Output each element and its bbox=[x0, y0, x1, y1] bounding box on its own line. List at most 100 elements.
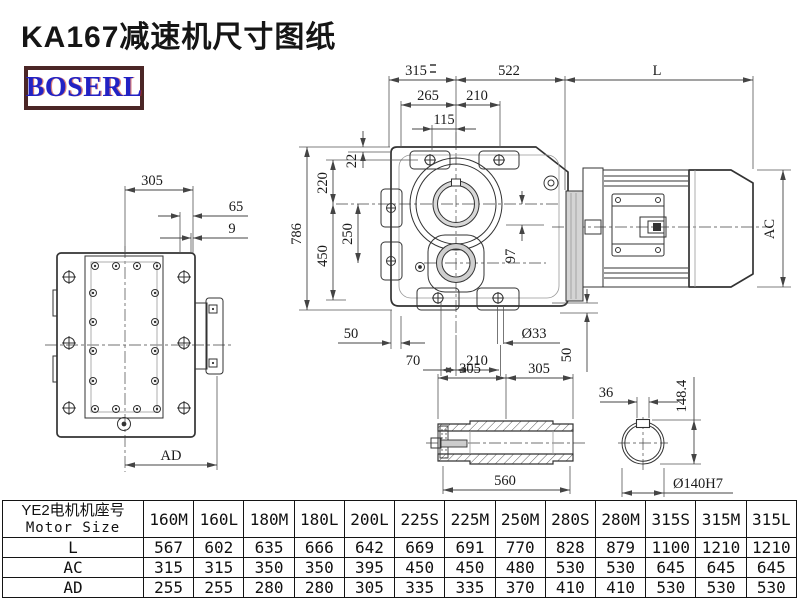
motor-view bbox=[552, 167, 772, 302]
dim-97: 97 bbox=[503, 249, 519, 264]
table-header-cn: YE2电机机座号 bbox=[21, 501, 125, 519]
dim-side-65: 65 bbox=[229, 199, 244, 215]
table-cell: 669 bbox=[394, 537, 446, 558]
table-cell: 370 bbox=[494, 577, 546, 598]
table-cell: 530 bbox=[544, 557, 596, 578]
table-cell: 305 bbox=[343, 577, 396, 598]
row-label: AC bbox=[2, 557, 144, 578]
boserl-logo-text: BOSERL bbox=[25, 72, 143, 103]
col-header: 180L bbox=[293, 500, 345, 538]
table-cell: 255 bbox=[193, 577, 245, 598]
table-cell: 828 bbox=[544, 537, 596, 558]
dim-315: 315 bbox=[405, 63, 427, 79]
col-header: 160L bbox=[193, 500, 245, 538]
table-cell: 530 bbox=[695, 577, 747, 598]
table-cell: 1210 bbox=[695, 537, 747, 558]
table-cell: 450 bbox=[444, 557, 496, 578]
motor-fins bbox=[604, 175, 688, 279]
table-cell: 567 bbox=[142, 537, 195, 558]
input-bore bbox=[427, 234, 485, 293]
col-header: 225S bbox=[394, 500, 446, 538]
ac-dimension: AC bbox=[757, 169, 791, 288]
table-cell: 879 bbox=[594, 537, 647, 558]
dim-140H7: Ø140H7 bbox=[673, 476, 723, 492]
table-cell: 530 bbox=[745, 577, 798, 598]
dim-560: 560 bbox=[494, 473, 516, 489]
row-label: AD bbox=[2, 577, 144, 598]
side-view-outer-bolts bbox=[62, 270, 191, 415]
table-cell: 645 bbox=[745, 557, 798, 578]
table-cell: 280 bbox=[293, 577, 345, 598]
dim-L: L bbox=[653, 63, 662, 79]
table-cell: 350 bbox=[243, 557, 295, 578]
dim-side-9: 9 bbox=[228, 221, 235, 237]
table-cell: 315 bbox=[142, 557, 195, 578]
col-header: 225M bbox=[444, 500, 496, 538]
dim-522: 522 bbox=[498, 63, 520, 79]
dim-50-right: 50 bbox=[559, 348, 575, 363]
table-cell: 645 bbox=[645, 557, 697, 578]
col-header: 315S bbox=[645, 500, 697, 538]
dim-250: 250 bbox=[340, 223, 356, 245]
dim-side-305: 305 bbox=[141, 173, 163, 189]
table-cell: 350 bbox=[293, 557, 345, 578]
dim-220: 220 bbox=[315, 172, 331, 194]
table-cell: 410 bbox=[544, 577, 596, 598]
col-header: 280M bbox=[594, 500, 647, 538]
hollow-shaft-section: 305 305 560 bbox=[426, 361, 585, 494]
tolerance-marks bbox=[430, 71, 436, 73]
col-header: 250M bbox=[494, 500, 546, 538]
side-view: 305 65 9 AD bbox=[45, 173, 248, 472]
table-cell: 410 bbox=[594, 577, 647, 598]
dim-450: 450 bbox=[315, 245, 331, 267]
row-label: L bbox=[2, 537, 144, 558]
col-header: 160M bbox=[142, 500, 195, 538]
page-title: KA167减速机尺寸图纸 bbox=[21, 21, 337, 54]
dim-22: 22 bbox=[344, 154, 360, 169]
dim-210-top: 210 bbox=[466, 88, 488, 104]
table-cell: 645 bbox=[695, 557, 747, 578]
table-cell: 530 bbox=[594, 557, 647, 578]
dimension-drawing: 305 65 9 AD bbox=[45, 63, 791, 497]
terminal-box bbox=[611, 193, 667, 257]
dim-786: 786 bbox=[289, 223, 305, 245]
dim-side-AD: AD bbox=[161, 448, 182, 464]
table-cell: 395 bbox=[343, 557, 396, 578]
front-view bbox=[336, 132, 569, 344]
table-row: AC 315 315 350 350 395 450 450 480 530 5… bbox=[2, 557, 798, 578]
dim-265: 265 bbox=[417, 88, 439, 104]
dim-AC: AC bbox=[762, 219, 778, 239]
dim-33: Ø33 bbox=[522, 326, 547, 342]
table-cell: 602 bbox=[193, 537, 245, 558]
table-cell: 635 bbox=[243, 537, 295, 558]
col-header: 180M bbox=[243, 500, 295, 538]
boserl-logo: BOSERL bbox=[24, 66, 144, 110]
table-cell: 480 bbox=[494, 557, 546, 578]
table-header-en: Motor Size bbox=[25, 519, 121, 536]
table-cell: 335 bbox=[444, 577, 496, 598]
dim-210-bottom: 210 bbox=[466, 353, 488, 369]
table-cell: 450 bbox=[394, 557, 446, 578]
table-header-motor-size: YE2电机机座号 Motor Size bbox=[2, 500, 144, 538]
table-cell: 315 bbox=[193, 557, 245, 578]
side-view-flange-bolts bbox=[89, 262, 161, 431]
table-cell: 1210 bbox=[745, 537, 798, 558]
table-cell: 280 bbox=[243, 577, 295, 598]
front-view-bolts bbox=[386, 154, 559, 304]
table-cell: 255 bbox=[142, 577, 195, 598]
table-cell: 666 bbox=[293, 537, 345, 558]
col-header: 315M bbox=[695, 500, 747, 538]
table-cell: 770 bbox=[494, 537, 546, 558]
table-cell: 335 bbox=[394, 577, 446, 598]
dim-70: 70 bbox=[406, 353, 421, 369]
left-dimensions: 786 220 450 250 22 97 bbox=[289, 131, 544, 311]
table-cell: 691 bbox=[444, 537, 496, 558]
motor-size-table: YE2电机机座号 Motor Size 160M 160L 180M 180L … bbox=[2, 500, 798, 598]
bore-detail: 36 148.4 Ø140H7 bbox=[599, 377, 733, 497]
output-bore bbox=[409, 157, 503, 251]
table-row: L 567 602 635 666 642 669 691 770 828 87… bbox=[2, 537, 798, 558]
tolerance-marks bbox=[430, 64, 436, 66]
side-view-dimensions: 305 65 9 AD bbox=[124, 173, 248, 470]
table-cell: 530 bbox=[645, 577, 697, 598]
